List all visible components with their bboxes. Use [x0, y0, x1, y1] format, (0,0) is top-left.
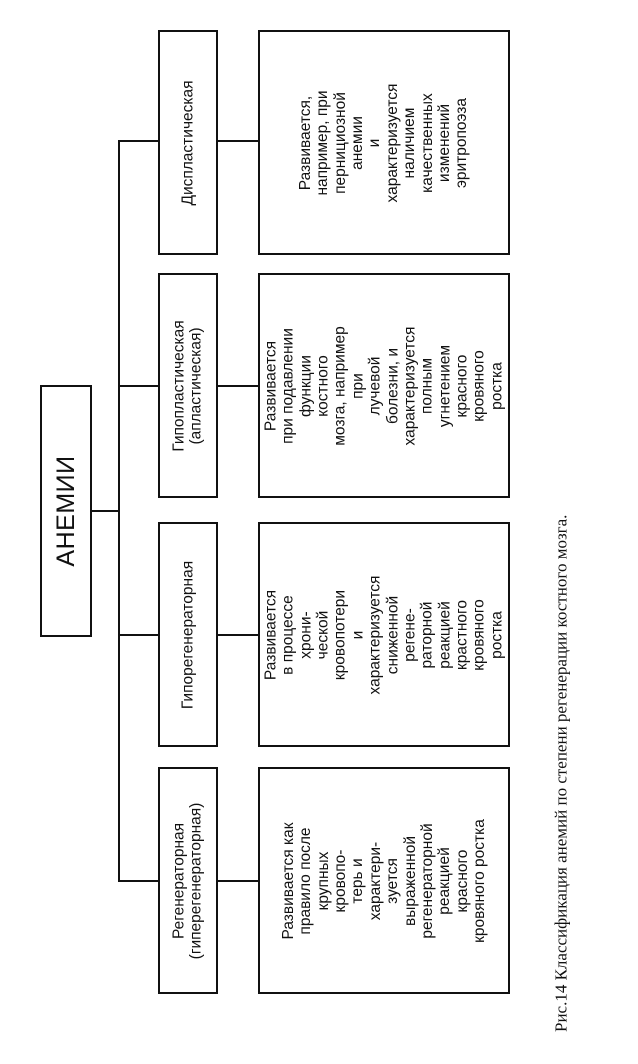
- description-hypoplastic: Развивается при подавлении функции костн…: [262, 325, 506, 446]
- branch-line-1: [118, 880, 158, 882]
- category-box-hyporegenerative: Гипорегенераторная: [158, 522, 218, 747]
- root-label: АНЕМИИ: [52, 455, 80, 567]
- figure-caption-area: Рис.14 Классификация анемий по степени р…: [546, 514, 576, 1042]
- category-label-regenerative: Регенераторная (гиперегенераторная): [170, 802, 205, 959]
- description-regenerative: Развивается как правило после крупных кр…: [279, 818, 488, 943]
- category-label-hypoplastic: Гипопластическая (апластическая): [170, 319, 205, 452]
- branch-line-3: [118, 385, 158, 387]
- category-box-dysplastic: Диспластическая: [158, 30, 218, 255]
- desc-connector-4: [218, 140, 258, 142]
- root-connector: [92, 510, 120, 512]
- description-hyporegenerative: Развивается в процессе хрони- ческой кро…: [262, 575, 506, 694]
- category-label-hyporegenerative: Гипорегенераторная: [179, 560, 197, 709]
- description-box-hypoplastic: Развивается при подавлении функции костн…: [258, 273, 510, 498]
- desc-connector-2: [218, 634, 258, 636]
- desc-connector-3: [218, 385, 258, 387]
- description-box-hyporegenerative: Развивается в процессе хрони- ческой кро…: [258, 522, 510, 747]
- branch-line-4: [118, 140, 158, 142]
- branch-line-2: [118, 634, 158, 636]
- desc-connector-1: [218, 880, 258, 882]
- description-dysplastic: Развивается, например, при пернициозной …: [297, 83, 471, 202]
- category-label-dysplastic: Диспластическая: [179, 79, 197, 206]
- root-node: АНЕМИИ: [40, 385, 92, 637]
- figure-caption: Рис.14 Классификация анемий по степени р…: [551, 514, 571, 1032]
- description-box-regenerative: Развивается как правило после крупных кр…: [258, 767, 510, 994]
- trunk-line: [118, 140, 120, 881]
- category-box-regenerative: Регенераторная (гиперегенераторная): [158, 767, 218, 994]
- category-box-hypoplastic: Гипопластическая (апластическая): [158, 273, 218, 498]
- description-box-dysplastic: Развивается, например, при пернициозной …: [258, 30, 510, 255]
